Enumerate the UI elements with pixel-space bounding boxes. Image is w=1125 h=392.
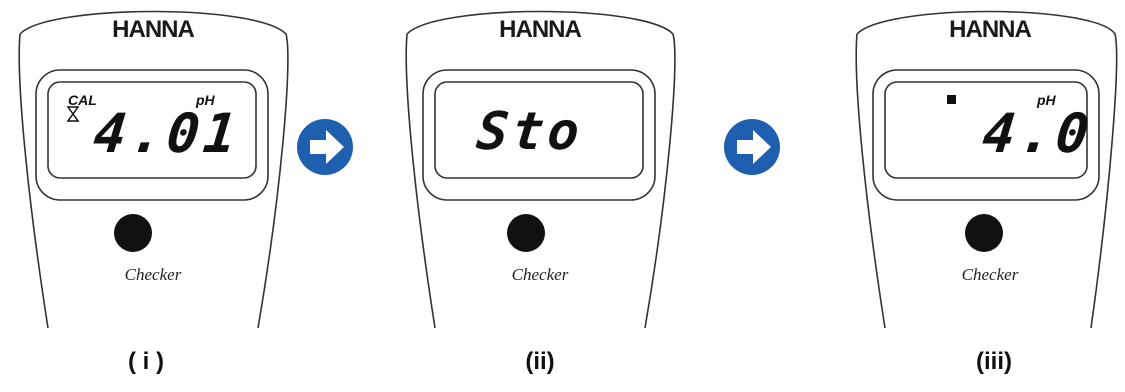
hourglass-icon xyxy=(66,106,80,122)
buffer-indicator-icon xyxy=(947,95,956,104)
right-arrow-icon xyxy=(297,119,353,175)
caption-2: (ii) xyxy=(525,348,555,375)
meter-body-outline xyxy=(18,10,289,329)
meter-body-outline xyxy=(855,10,1118,329)
power-button[interactable] xyxy=(965,214,1003,252)
caption-1: ( i ) xyxy=(128,348,164,375)
meter-body-outline xyxy=(405,10,676,329)
brand-logo: HANNA xyxy=(499,16,582,43)
brand-logo: HANNA xyxy=(949,16,1032,43)
model-name: Checker xyxy=(511,265,569,284)
ph-unit-label: pH xyxy=(1037,92,1056,108)
lcd-reading: Sto xyxy=(473,102,587,162)
caption-3: (iii) xyxy=(976,348,1012,375)
power-button[interactable] xyxy=(507,214,545,252)
power-button[interactable] xyxy=(114,214,152,252)
lcd-reading: 4.0 xyxy=(979,102,1096,165)
right-arrow-icon xyxy=(724,119,780,175)
cal-indicator: CAL xyxy=(68,92,97,108)
brand-logo: HANNA xyxy=(112,16,195,43)
ph-meter-3: HANNA pH 4.0 Checker xyxy=(845,0,1125,330)
model-name: Checker xyxy=(961,265,1019,284)
ph-meter-2: HANNA Sto Checker xyxy=(395,0,685,330)
lcd-reading: 4.01 xyxy=(90,102,244,165)
model-name: Checker xyxy=(124,265,182,284)
ph-unit-label: pH xyxy=(196,92,215,108)
ph-meter-1: HANNA CAL pH 4.01 Checker xyxy=(8,0,298,330)
